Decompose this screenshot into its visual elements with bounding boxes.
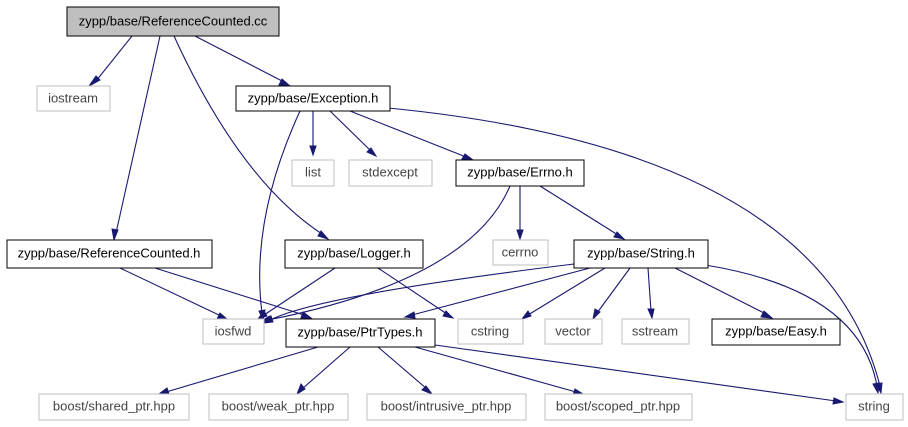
node-cstring[interactable]: cstring xyxy=(457,318,524,345)
edge-stringh-easy xyxy=(674,267,774,319)
node-referencecounted-cc[interactable]: zypp/base/ReferenceCounted.cc xyxy=(66,6,280,37)
edge-exception-stdexcept xyxy=(329,110,378,158)
edge-refcc-iostream xyxy=(88,35,133,87)
svg-text:cerrno: cerrno xyxy=(502,244,539,259)
edges xyxy=(88,35,883,405)
edge-stringh-vector xyxy=(592,267,631,321)
node-vector[interactable]: vector xyxy=(544,318,603,345)
svg-text:vector: vector xyxy=(555,323,591,338)
node-sstream[interactable]: sstream xyxy=(621,318,690,345)
svg-text:sstream: sstream xyxy=(632,323,678,338)
svg-text:zypp/base/String.h: zypp/base/String.h xyxy=(587,245,695,260)
node-exception-h[interactable]: zypp/base/Exception.h xyxy=(235,85,391,112)
edge-ptrtypes-weak xyxy=(295,346,351,396)
edge-refcounted-ptrtypes xyxy=(154,267,313,319)
node-ptrtypes-h[interactable]: zypp/base/PtrTypes.h xyxy=(285,318,436,348)
node-referencecounted-h[interactable]: zypp/base/ReferenceCounted.h xyxy=(6,239,213,269)
svg-text:zypp/base/Logger.h: zypp/base/Logger.h xyxy=(297,245,410,260)
node-boost-shared-ptr[interactable]: boost/shared_ptr.hpp xyxy=(38,393,190,421)
edge-errno-cerrno xyxy=(516,186,524,241)
node-stdexcept[interactable]: stdexcept xyxy=(348,159,433,187)
svg-text:zypp/base/Errno.h: zypp/base/Errno.h xyxy=(467,164,573,179)
node-boost-scoped-ptr[interactable]: boost/scoped_ptr.hpp xyxy=(544,393,693,421)
svg-text:iosfwd: iosfwd xyxy=(215,323,252,338)
svg-text:zypp/base/Easy.h: zypp/base/Easy.h xyxy=(725,323,827,338)
node-boost-weak-ptr[interactable]: boost/weak_ptr.hpp xyxy=(208,393,349,421)
node-logger-h[interactable]: zypp/base/Logger.h xyxy=(284,239,424,269)
svg-text:boost/scoped_ptr.hpp: boost/scoped_ptr.hpp xyxy=(556,398,680,413)
svg-text:boost/intrusive_ptr.hpp: boost/intrusive_ptr.hpp xyxy=(381,398,512,413)
svg-text:zypp/base/PtrTypes.h: zypp/base/PtrTypes.h xyxy=(297,324,422,339)
node-string[interactable]: string xyxy=(845,393,904,421)
edge-logger-cstring xyxy=(377,267,455,319)
edge-ptrtypes-intrusive xyxy=(377,346,434,396)
node-iosfwd[interactable]: iosfwd xyxy=(202,318,265,345)
node-errno-h[interactable]: zypp/base/Errno.h xyxy=(455,159,585,187)
edge-stringh-sstream xyxy=(647,267,655,320)
edge-refcounted-iosfwd xyxy=(119,267,230,321)
edge-stringh-ptrtypes xyxy=(403,267,591,319)
svg-text:iostream: iostream xyxy=(48,90,98,105)
edge-ptrtypes-shared xyxy=(157,346,319,395)
edge-stringh-iosfwd xyxy=(262,263,575,324)
edge-ptrtypes-string xyxy=(434,344,845,405)
svg-text:zypp/base/ReferenceCounted.cc: zypp/base/ReferenceCounted.cc xyxy=(79,13,268,28)
edge-logger-iosfwd xyxy=(256,267,336,320)
svg-text:boost/weak_ptr.hpp: boost/weak_ptr.hpp xyxy=(222,398,335,413)
svg-text:zypp/base/ReferenceCounted.h: zypp/base/ReferenceCounted.h xyxy=(18,245,201,260)
node-string-h[interactable]: zypp/base/String.h xyxy=(573,239,709,269)
edge-stringh-cstring xyxy=(520,267,606,320)
edge-exception-list xyxy=(309,111,317,157)
svg-text:list: list xyxy=(305,164,321,179)
svg-text:string: string xyxy=(858,398,890,413)
svg-text:zypp/base/Exception.h: zypp/base/Exception.h xyxy=(248,90,379,105)
svg-text:stdexcept: stdexcept xyxy=(362,164,418,179)
edge-refcc-logger xyxy=(173,35,330,240)
svg-text:boost/shared_ptr.hpp: boost/shared_ptr.hpp xyxy=(53,398,175,413)
edge-refcc-refcounted-h xyxy=(111,35,161,242)
edge-stringh-string xyxy=(704,264,880,395)
node-boost-intrusive-ptr[interactable]: boost/intrusive_ptr.hpp xyxy=(366,393,527,421)
node-easy-h[interactable]: zypp/base/Easy.h xyxy=(711,318,841,346)
edge-errno-string-h xyxy=(539,185,626,240)
edge-exception-iosfwd xyxy=(258,110,301,322)
nodes: zypp/base/ReferenceCounted.cc iostream z… xyxy=(6,6,904,421)
node-iostream[interactable]: iostream xyxy=(36,85,111,112)
svg-text:cstring: cstring xyxy=(471,323,509,338)
node-cerrno[interactable]: cerrno xyxy=(492,239,549,266)
node-list[interactable]: list xyxy=(291,159,335,187)
edge-refcc-exception xyxy=(194,35,292,87)
